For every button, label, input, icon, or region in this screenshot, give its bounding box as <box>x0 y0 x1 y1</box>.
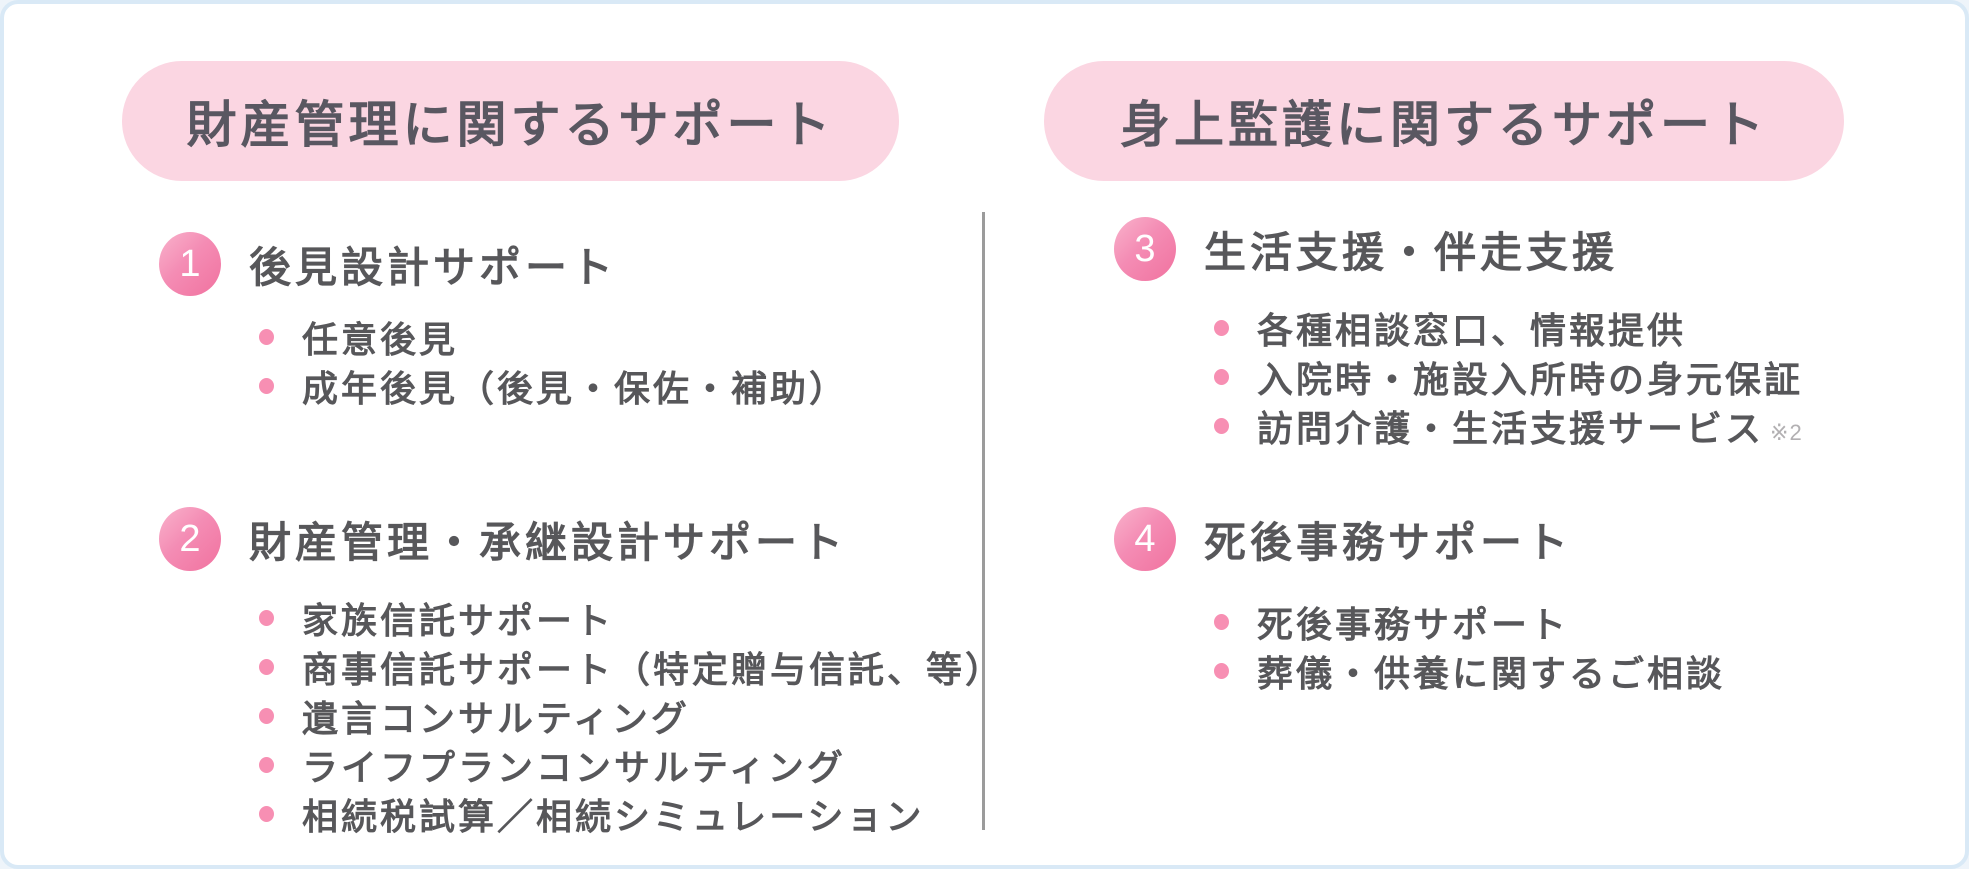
list-item-text: 相続税試算／相続シミュレーション <box>302 795 925 837</box>
column-divider <box>982 212 985 830</box>
section-asset-management-succession: 2 財産管理・承継設計サポート 家族信託サポート 商事信託サポート（特定贈与信託… <box>159 507 1004 838</box>
bullet-dot-icon <box>259 658 274 675</box>
section-number: 1 <box>179 243 201 285</box>
section-number: 2 <box>179 518 201 560</box>
section-number: 4 <box>1134 518 1156 560</box>
section-heading: 4 死後事務サポート <box>1114 507 1725 571</box>
section-number: 3 <box>1134 228 1156 270</box>
bullet-dot-icon <box>259 805 274 822</box>
bullet-dot-icon <box>259 756 274 773</box>
bullet-dot-icon <box>259 707 274 724</box>
bullet-dot-icon <box>1214 417 1229 434</box>
list-item: 相続税試算／相続シミュレーション <box>259 789 1004 838</box>
section-number-badge: 2 <box>159 507 221 571</box>
list-item-text: 死後事務サポート <box>1257 603 1570 645</box>
bullet-list: 各種相談窓口、情報提供 入院時・施設入所時の身元保証 訪問介護・生活支援サービス… <box>1114 303 1803 450</box>
bullet-dot-icon <box>259 609 274 626</box>
list-item: ライフプランコンサルティング <box>259 740 1004 789</box>
list-item: 成年後見（後見・保佐・補助） <box>259 361 848 410</box>
list-item-text: 入院時・施設入所時の身元保証 <box>1257 358 1804 400</box>
section-number-badge: 1 <box>159 232 221 296</box>
list-item: 葬儀・供養に関するご相談 <box>1214 646 1725 695</box>
list-item-text: ライフプランコンサルティング <box>302 746 846 788</box>
list-item-text: 遺言コンサルティング <box>302 697 690 739</box>
bullet-dot-icon <box>1214 662 1229 679</box>
section-number-badge: 4 <box>1114 507 1176 571</box>
section-after-death-affairs: 4 死後事務サポート 死後事務サポート 葬儀・供養に関するご相談 <box>1114 507 1725 695</box>
list-item: 遺言コンサルティング <box>259 691 1004 740</box>
section-title: 生活支援・伴走支援 <box>1204 228 1619 276</box>
section-title: 財産管理・承継設計サポート <box>249 518 848 566</box>
list-item-text: 葬儀・供養に関するご相談 <box>1257 652 1726 694</box>
bullet-dot-icon <box>259 328 274 345</box>
list-item-text: 任意後見 <box>302 318 459 360</box>
section-title: 死後事務サポート <box>1204 518 1573 566</box>
list-item: 死後事務サポート <box>1214 597 1725 646</box>
section-heading: 3 生活支援・伴走支援 <box>1114 217 1803 281</box>
header-property-management-support: 財産管理に関するサポート <box>122 61 899 181</box>
section-heading: 1 後見設計サポート <box>159 232 848 296</box>
list-item: 任意後見 <box>259 312 848 361</box>
section-title: 後見設計サポート <box>249 243 618 291</box>
bullet-list: 任意後見 成年後見（後見・保佐・補助） <box>159 312 848 410</box>
bullet-dot-icon <box>1214 613 1229 630</box>
list-item-text: 訪問介護・生活支援サービス <box>1257 407 1765 449</box>
bullet-dot-icon <box>259 377 274 394</box>
header-personal-care-support: 身上監護に関するサポート <box>1044 61 1844 181</box>
section-heading: 2 財産管理・承継設計サポート <box>159 507 1004 571</box>
bullet-dot-icon <box>1214 319 1229 336</box>
list-item: 家族信託サポート <box>259 593 1004 642</box>
list-item: 入院時・施設入所時の身元保証 <box>1214 352 1803 401</box>
section-life-support: 3 生活支援・伴走支援 各種相談窓口、情報提供 入院時・施設入所時の身元保証 訪… <box>1114 217 1803 450</box>
list-item: 商事信託サポート（特定贈与信託、等） <box>259 642 1004 691</box>
bullet-list: 死後事務サポート 葬儀・供養に関するご相談 <box>1114 597 1725 695</box>
list-item: 訪問介護・生活支援サービス ※2 <box>1214 401 1803 450</box>
bullet-list: 家族信託サポート 商事信託サポート（特定贈与信託、等） 遺言コンサルティング ラ… <box>159 593 1004 838</box>
list-item-text: 成年後見（後見・保佐・補助） <box>302 367 849 409</box>
footnote-marker: ※2 <box>1770 420 1803 445</box>
bullet-dot-icon <box>1214 368 1229 385</box>
section-guardianship-design: 1 後見設計サポート 任意後見 成年後見（後見・保佐・補助） <box>159 232 848 410</box>
section-number-badge: 3 <box>1114 217 1176 281</box>
list-item-text: 商事信託サポート（特定贈与信託、等） <box>302 648 1005 690</box>
list-item-text: 各種相談窓口、情報提供 <box>1257 309 1687 351</box>
list-item-text: 家族信託サポート <box>302 599 615 641</box>
list-item: 各種相談窓口、情報提供 <box>1214 303 1803 352</box>
